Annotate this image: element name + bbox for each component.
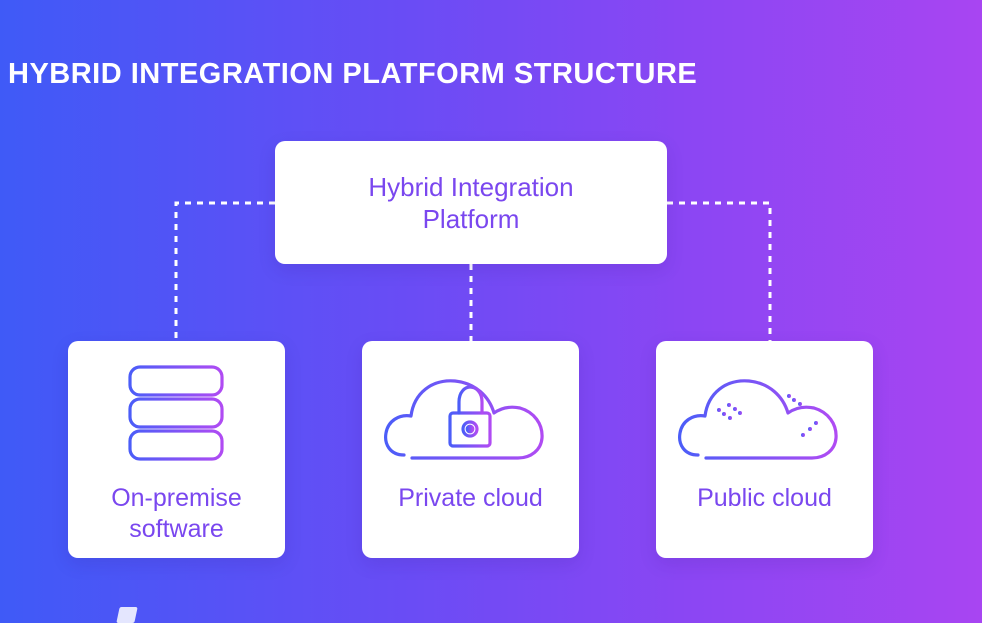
cloud-public-icon	[678, 379, 838, 460]
node-public-cloud: Public cloud	[656, 341, 873, 558]
node-private-label: Private cloud	[398, 484, 543, 512]
node-private-cloud: Private cloud	[362, 341, 579, 558]
server-stack-icon	[128, 365, 224, 461]
cloud-lock-icon	[384, 379, 544, 460]
node-on-premise-software: On-premise software	[68, 341, 285, 558]
page-title: HYBRID INTEGRATION PLATFORM STRUCTURE	[8, 58, 698, 90]
node-on-premise-label: On-premise software	[111, 484, 242, 543]
platform-box: Hybrid Integration Platform	[275, 141, 667, 264]
platform-label: Hybrid Integration Platform	[368, 171, 574, 234]
decorative-mark	[116, 607, 138, 623]
connector-left	[174, 201, 275, 341]
connector-right	[667, 201, 772, 341]
node-public-label: Public cloud	[697, 484, 832, 512]
